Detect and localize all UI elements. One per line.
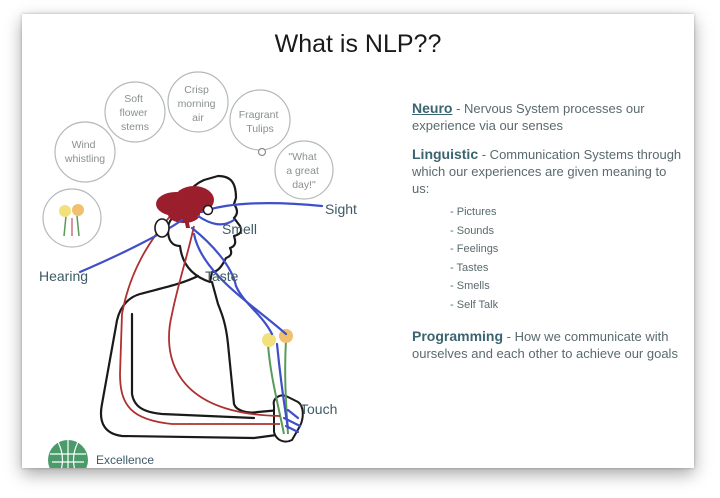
svg-text:Crisp morning: Crisp morning air [178, 84, 219, 124]
ear-icon [154, 218, 170, 238]
bubble-line: Soft [124, 93, 143, 105]
thought-bubble-tulips: Fragrant Tulips [229, 89, 291, 157]
bubble-line: Fragrant [239, 109, 279, 121]
list-item: Tastes [450, 259, 682, 278]
svg-text:Fragrant Tulips: Fragrant Tulips [239, 109, 282, 135]
neuro-definition: Neuro - Nervous System processes our exp… [412, 100, 682, 134]
bubble-line: "What [288, 151, 316, 163]
bubble-line: stems [121, 121, 149, 133]
linguistic-text: - Communication Systems through which ou… [412, 147, 682, 196]
bubble-line: whistling [64, 153, 105, 165]
hearing-label: Hearing [39, 268, 88, 284]
svg-text:"What a great: "What a great day!" [286, 151, 322, 191]
programming-term: Programming [412, 328, 504, 344]
svg-text:Wind whistling: Wind whistling [64, 139, 105, 165]
bubble-line: Tulips [246, 123, 274, 135]
thought-bubble-great-day: "What a great day!" [274, 140, 334, 200]
thought-bubble-wind: Wind whistling [54, 121, 116, 183]
linguistic-list: Pictures Sounds Feelings Tastes Smells S… [450, 203, 682, 314]
list-item: Self Talk [450, 296, 682, 315]
slide-title: What is NLP?? [274, 30, 442, 58]
list-item: Sounds [450, 222, 682, 241]
taste-label: Taste [205, 268, 239, 284]
globe-logo-icon [48, 440, 88, 468]
brand-label: Excellence [96, 453, 154, 467]
programming-text: - How we communicate with ourselves and … [412, 329, 678, 361]
thought-bubble-flower-stems: Soft flower stems [104, 81, 166, 143]
list-item: Feelings [450, 240, 682, 259]
thought-bubble-morning-air: Crisp morning air [167, 71, 229, 133]
slide: What is NLP?? Wind whistling Soft flower… [22, 14, 694, 468]
bubble-line: Crisp [184, 84, 209, 96]
list-item: Pictures [450, 203, 682, 222]
linguistic-term: Linguistic [412, 146, 479, 162]
neuro-text: - Nervous System processes our experienc… [412, 101, 645, 133]
linguistic-definition: Linguistic - Communication Systems throu… [412, 146, 682, 197]
svg-text:Soft flower st: Soft flower stems [120, 93, 151, 133]
red-nerves [119, 213, 281, 425]
definitions-panel: Neuro - Nervous System processes our exp… [412, 100, 682, 374]
sight-label: Sight [325, 201, 357, 217]
bubble-line: flower [120, 107, 149, 119]
touch-label: Touch [300, 401, 337, 417]
smell-label: Smell [222, 221, 257, 237]
bubble-line: morning [178, 98, 216, 110]
bubble-line: air [192, 112, 204, 124]
thought-bubble-flowers [42, 188, 102, 248]
bubble-line: day!" [292, 179, 316, 191]
eye-icon [202, 204, 214, 216]
list-item: Smells [450, 277, 682, 296]
neuro-term: Neuro [412, 100, 453, 116]
nlp-diagram: Wind whistling Soft flower stems Crisp m… [39, 71, 357, 468]
programming-definition: Programming - How we communicate with ou… [412, 328, 682, 362]
bubble-line: Wind [72, 139, 96, 151]
bubble-line: a great [286, 165, 319, 177]
